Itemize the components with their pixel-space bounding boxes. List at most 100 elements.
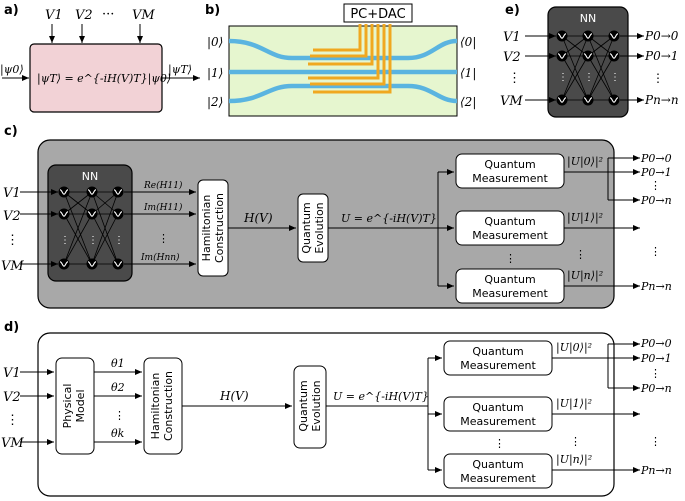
d-evolution-line1: Quantum (297, 380, 310, 431)
panel-d: d) V1 V2 ⋮ VM Physical Model θ1 θ2 ⋮ θk … (1, 320, 672, 497)
c-input-v1: V1 (3, 186, 21, 201)
d-measurement-box-2 (443, 453, 553, 489)
c-measurement-box-0 (455, 153, 565, 189)
d-theta-1: θ1 (111, 357, 125, 370)
input-vm: VM (132, 8, 155, 23)
right-state-0: ⟨0| (460, 35, 476, 49)
left-state-0: |0⟩ (207, 35, 223, 49)
d-hamiltonian-line1: Hamiltonian (149, 373, 162, 440)
d-output-pnn: Pn→n (640, 464, 672, 477)
c-measurement-1-value: |U|1⟩|² (567, 211, 603, 225)
d-measurement-1-line1: Quantum (472, 401, 523, 414)
c-output-pnn: Pn→n (640, 280, 672, 293)
nn-label: NN (580, 12, 596, 25)
d-theta-2: θ2 (111, 381, 125, 394)
svg-text:⋮: ⋮ (114, 235, 124, 246)
e-input-dots: ⋮ (508, 71, 521, 86)
c-measurement-2-value: |U|n⟩|² (567, 269, 603, 283)
in-state: |ψ0⟩ (0, 63, 24, 77)
d-hamiltonian-line2: Construction (162, 371, 175, 441)
d-measurement-0-value: |U|0⟩|² (556, 341, 592, 355)
c-u-label: U = e^{-iH(V)T} (341, 212, 437, 225)
evolution-equation: |ψT⟩ = e^{-iH(V)T}|ψ0⟩ (37, 72, 171, 86)
controller-box (343, 3, 413, 23)
svg-text:⋮: ⋮ (60, 235, 70, 246)
d-model-box (55, 357, 95, 455)
c-nn-label: NN (82, 170, 98, 183)
svg-text:⋮: ⋮ (570, 435, 581, 448)
d-theta-k: θk (111, 427, 125, 440)
right-state-1: ⟨1| (460, 66, 476, 80)
d-input-dots: ⋮ (6, 413, 19, 428)
d-input-vm: VM (1, 436, 24, 451)
c-evolution-line1: Quantum (300, 202, 313, 253)
c-nn-output-im-h11: Im(H11) (143, 202, 183, 213)
c-output-dots-1: ⋮ (650, 179, 661, 192)
c-nn-output-re-h11: Re(H11) (143, 180, 183, 191)
c-measurement-0-line2: Measurement (472, 172, 548, 185)
d-input-v1: V1 (3, 366, 21, 381)
left-state-1: |1⟩ (207, 66, 223, 80)
d-measurement-0-line2: Measurement (460, 359, 536, 372)
d-evolution-box (293, 365, 327, 449)
c-output-p0n: P0→n (640, 194, 672, 207)
d-model-line2: Model (74, 389, 87, 422)
svg-text:⋮: ⋮ (575, 248, 586, 261)
c-h-label: H(V) (243, 211, 273, 225)
c-nn-output-dots: ⋮ (158, 232, 169, 245)
svg-text:⋮: ⋮ (494, 437, 505, 450)
e-output-pnn: Pn→n (644, 93, 679, 107)
panel-b: b) PC+DAC |0⟩ |1⟩ |2⟩ ⟨0| ⟨1| ⟨2| (205, 3, 476, 117)
d-evolution-line2: Evolution (310, 380, 323, 431)
svg-text:⋮: ⋮ (610, 72, 620, 83)
c-measurement-0-line1: Quantum (484, 158, 535, 171)
c-measurement-2-line2: Measurement (472, 287, 548, 300)
d-output-p01: P0→1 (640, 352, 672, 365)
panel-e-label: e) (505, 3, 520, 18)
d-measurement-2-line2: Measurement (460, 472, 536, 485)
waveguide-0 (228, 38, 458, 61)
d-measurement-0-line1: Quantum (472, 345, 523, 358)
d-output-dots-2: ⋮ (650, 435, 661, 448)
svg-text:⋮: ⋮ (558, 72, 568, 83)
panel-a-label: a) (4, 3, 19, 18)
panel-c-label: c) (4, 124, 18, 139)
c-measurement-1-line2: Measurement (472, 229, 548, 242)
panel-b-label: b) (205, 3, 220, 18)
input-dots: ··· (102, 7, 114, 22)
input-v2: V2 (75, 8, 93, 23)
out-state: |ψT⟩ (168, 63, 192, 77)
e-output-p01: P0→1 (644, 49, 678, 63)
c-input-v2: V2 (3, 209, 21, 224)
d-measurement-2-value: |U|n⟩|² (556, 453, 592, 467)
left-state-2: |2⟩ (207, 95, 223, 109)
svg-text:⋮: ⋮ (584, 72, 594, 83)
c-input-vm: VM (1, 259, 24, 274)
c-nn-output-im-hnn: Im(Hnn) (140, 252, 180, 263)
d-measurement-1-value: |U|1⟩|² (556, 397, 592, 411)
panel-a: a) V1 V2 ··· VM |ψ0⟩ |ψT⟩ = e^{-iH(V)T}|… (0, 3, 200, 113)
d-output-p0n: P0→n (640, 382, 672, 395)
e-output-p00: P0→0 (644, 29, 679, 43)
d-model-line1: Physical (61, 384, 74, 429)
panel-e: e) NN ⋮⋮⋮ V1 V2 ⋮ VM P0→0 P0→1 ⋮ Pn→n (500, 3, 679, 118)
d-u-label: U = e^{-iH(V)T} (333, 390, 429, 403)
c-output-p00: P0→0 (640, 152, 672, 165)
d-theta-dots: ⋮ (114, 409, 125, 422)
waveguide-2 (228, 83, 458, 104)
e-input-v2: V2 (503, 50, 521, 65)
input-v1: V1 (45, 8, 63, 23)
d-measurement-1-line2: Measurement (460, 415, 536, 428)
c-hamiltonian-line1: Hamiltonian (200, 195, 213, 262)
c-measurement-0-value: |U|0⟩|² (567, 155, 603, 169)
panel-d-label: d) (4, 320, 19, 335)
d-output-dots-1: ⋮ (650, 367, 661, 380)
c-measurement-2-line1: Quantum (484, 273, 535, 286)
right-state-2: ⟨2| (460, 95, 476, 109)
c-measurement-1-line1: Quantum (484, 215, 535, 228)
svg-text:⋮: ⋮ (505, 252, 516, 265)
d-h-label: H(V) (219, 389, 249, 403)
c-input-dots: ⋮ (6, 233, 19, 248)
d-output-p00: P0→0 (640, 337, 672, 350)
